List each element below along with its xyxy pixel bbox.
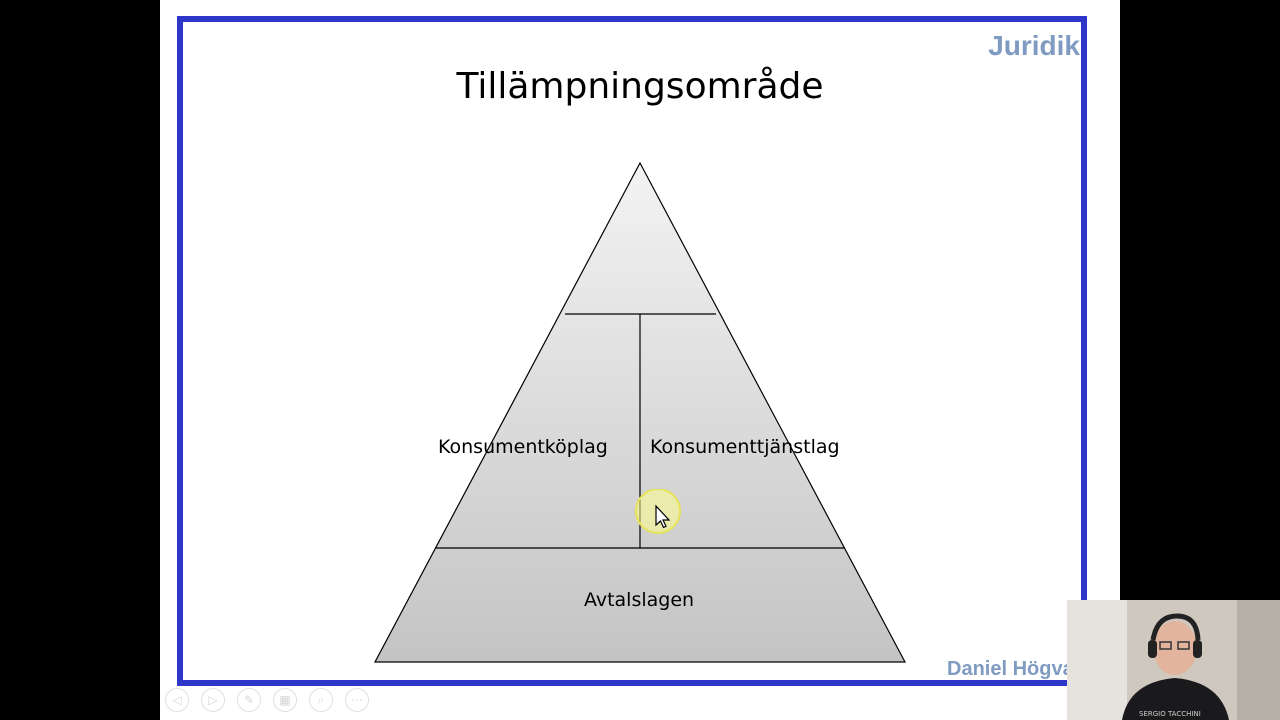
slides-grid-icon[interactable]: ▦ <box>273 688 297 712</box>
mouse-pointer-icon <box>635 489 681 534</box>
pyramid-diagram <box>374 161 906 663</box>
slide: Juridik Tillämpningsområde Konsumentköpl… <box>160 0 1120 720</box>
pen-icon[interactable]: ✎ <box>237 688 261 712</box>
pyramid-base-label: Avtalslagen <box>583 589 695 611</box>
more-icon[interactable]: ⋯ <box>345 688 369 712</box>
zoom-icon[interactable]: ⌕ <box>309 688 333 712</box>
slide-title: Tillämpningsområde <box>456 66 824 107</box>
pyramid-right-label: Konsumenttjänstlag <box>650 436 840 458</box>
previous-icon[interactable]: ◁ <box>165 688 189 712</box>
author-name: Daniel Högva <box>947 658 1074 680</box>
slide-border <box>177 16 1087 686</box>
shirt-text: SERGIO TACCHINI <box>1139 710 1201 718</box>
slideshow-controls: ◁ ▷ ✎ ▦ ⌕ ⋯ <box>165 688 369 714</box>
next-icon[interactable]: ▷ <box>201 688 225 712</box>
pyramid-left-label: Konsumentköplag <box>438 436 608 458</box>
webcam-overlay: SERGIO TACCHINI <box>1067 600 1280 720</box>
brand-logo: Juridik <box>988 30 1080 61</box>
webcam-image: SERGIO TACCHINI <box>1067 600 1280 720</box>
